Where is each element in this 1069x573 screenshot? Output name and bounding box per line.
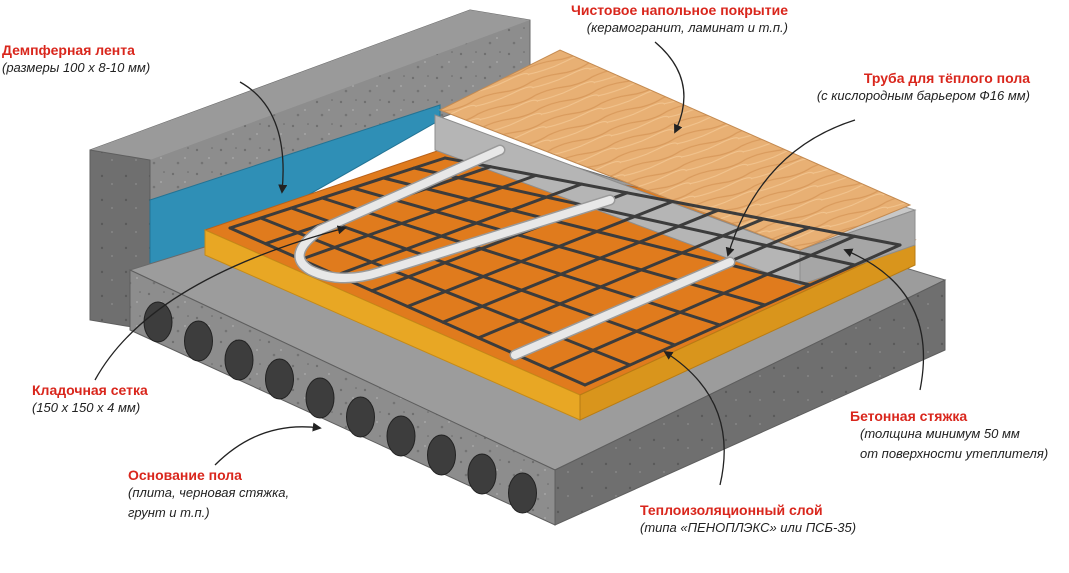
label-subtitle-2: от поверхности утеплителя): [860, 445, 1049, 461]
masonry-mesh: [228, 156, 902, 387]
mesh-bar: [228, 156, 447, 230]
label-title: Теплоизоляционный слой: [640, 502, 823, 518]
mesh-bar: [548, 234, 856, 371]
label-title: Кладочная сетка: [32, 382, 148, 398]
mesh-bar: [406, 200, 674, 308]
mesh-bar: [583, 243, 902, 387]
mesh-bar: [228, 226, 587, 387]
arrow-insulation: [663, 351, 725, 486]
arrow-mesh: [94, 225, 347, 381]
label-title: Основание пола: [128, 467, 242, 483]
slab-hollow-cores: [143, 301, 537, 514]
mesh-bar: [289, 206, 677, 347]
label-insulation: Теплоизоляционный слой (типа «ПЕНОПЛЭКС»…: [640, 502, 856, 536]
mesh-bar: [443, 156, 902, 247]
label-title: Демпферная лента: [2, 42, 135, 58]
heating-pipe: [294, 144, 736, 361]
label-subtitle: (типа «ПЕНОПЛЭКС» или ПСБ-35): [640, 519, 857, 535]
mesh-bar: [259, 216, 632, 367]
slab-hole: [265, 358, 294, 400]
mesh-bar: [335, 182, 583, 277]
slab-hole: [305, 377, 335, 419]
label-damper-tape: Демпферная лента (размеры 100 х 8-10 мм): [2, 42, 150, 76]
mesh-bar: [351, 186, 767, 307]
label-subtitle: (керамогранит, ламинат и т.п.): [586, 19, 788, 35]
mesh-bar: [382, 176, 812, 287]
label-title: Чистовое напольное покрытие: [571, 2, 788, 18]
slab-hole: [184, 320, 213, 362]
mesh-bar: [320, 196, 722, 327]
slab-hole: [346, 396, 375, 438]
arrow-screed: [843, 248, 925, 391]
slab-hole: [427, 434, 456, 476]
mesh-bar: [441, 208, 720, 324]
label-title: Труба для тёплого пола: [863, 70, 1030, 86]
label-masonry-mesh: Кладочная сетка (150 х 150 х 4 мм): [32, 382, 148, 416]
leader-arrows: [94, 41, 925, 486]
label-subtitle: (с кислородным барьером Ф16 мм): [816, 87, 1030, 103]
label-subtitle-2: грунт и т.п.): [128, 504, 210, 520]
slab-hole: [143, 301, 173, 343]
label-subtitle: (размеры 100 х 8-10 мм): [2, 59, 151, 75]
slab-hole: [467, 453, 497, 495]
arrow-damper: [239, 81, 288, 194]
slab-hole: [508, 472, 537, 514]
arrow-base: [214, 422, 322, 466]
slab-hole: [386, 415, 416, 457]
mesh-bar: [299, 173, 538, 261]
label-subtitle: (плита, черновая стяжка,: [128, 484, 290, 500]
label-title: Бетонная стяжка: [850, 408, 968, 424]
mesh-bar: [477, 217, 765, 340]
label-subtitle: (толщина минимум 50 мм: [860, 425, 1020, 441]
mesh-bar: [412, 166, 857, 267]
arrow-pipe: [725, 119, 856, 257]
slab-hole: [224, 339, 254, 381]
label-concrete-screed: Бетонная стяжка (толщина минимум 50 мм о…: [800, 408, 1062, 462]
label-heating-pipe: Труба для тёплого пола (с кислородным ба…: [770, 70, 1030, 104]
label-floor-base: Основание пола (плита, черновая стяжка, …: [128, 467, 289, 521]
label-finish-flooring: Чистовое напольное покрытие (керамограни…: [548, 2, 788, 36]
label-subtitle: (150 х 150 х 4 мм): [32, 399, 141, 415]
arrow-finish: [654, 41, 685, 134]
